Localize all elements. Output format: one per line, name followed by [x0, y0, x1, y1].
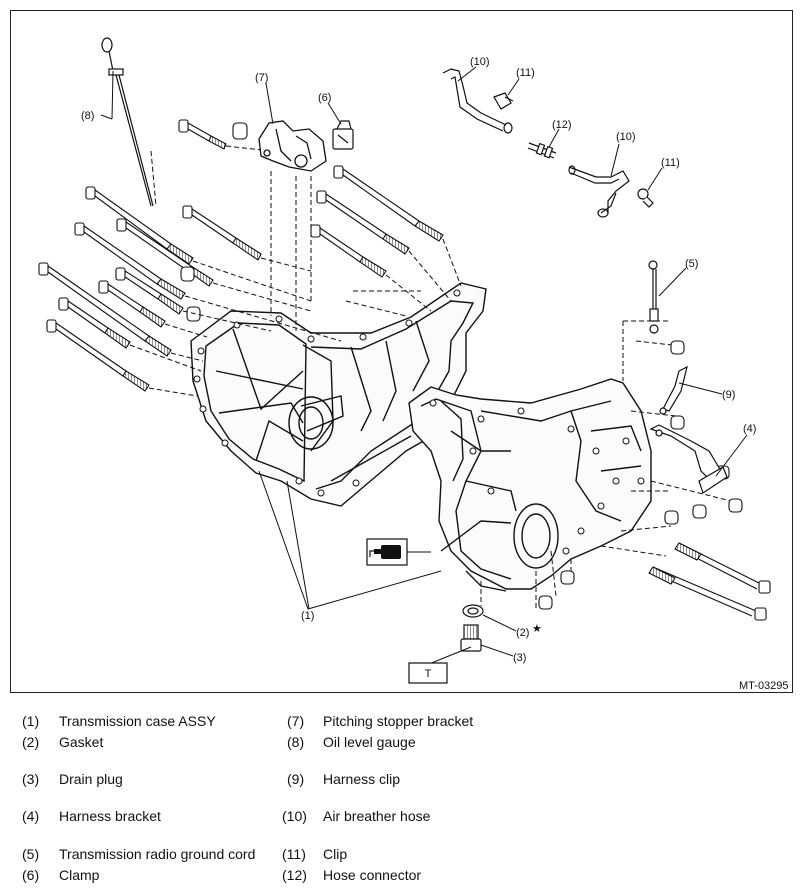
- bolt: [74, 222, 186, 300]
- legend-num-10: (10): [282, 808, 307, 824]
- legend-label-9: Harness clip: [323, 771, 401, 787]
- callout-11a: (11): [516, 67, 535, 79]
- leader-lines: [100, 66, 748, 665]
- legend-num-12: (12): [282, 867, 307, 883]
- bolt: [182, 205, 262, 261]
- callout-1: (1): [301, 610, 314, 622]
- bolt: [178, 119, 227, 150]
- top-bolts: [310, 165, 444, 278]
- harness-bracket: [649, 424, 728, 494]
- callout-2-star: ★: [532, 623, 542, 635]
- clip-2: [637, 188, 654, 208]
- legend-label-5: Transmission radio ground cord: [59, 846, 256, 862]
- bolt: [85, 186, 194, 265]
- air-breather-hose-1: [442, 68, 513, 134]
- right-case-half: [408, 378, 652, 592]
- oil-level-gauge: [101, 37, 154, 207]
- gasket: [462, 604, 484, 618]
- clamp: [332, 120, 354, 150]
- pitching-stopper-bracket: [258, 120, 327, 172]
- bolt: [674, 542, 771, 594]
- bolt: [46, 319, 150, 392]
- bolt: [310, 224, 387, 278]
- legend-num-9: (9): [287, 771, 305, 787]
- right-bolts: [648, 542, 771, 621]
- callout-5: (5): [685, 258, 698, 270]
- legend-label-8: Oil level gauge: [323, 734, 416, 750]
- legend-num-1: (1): [22, 713, 40, 729]
- legend-num-2: (2): [22, 734, 40, 750]
- parts-legend: (1) Transmission case ASSY (2) Gasket (3…: [0, 705, 804, 892]
- legend-label-12: Hose connector: [323, 867, 422, 883]
- torque-spec-label: T: [425, 668, 432, 680]
- legend-num-11: (11): [282, 846, 306, 862]
- left-case-holes: [193, 289, 461, 497]
- legend-num-5: (5): [22, 846, 40, 862]
- legend-label-1: Transmission case ASSY: [59, 713, 216, 729]
- bolt: [115, 267, 184, 315]
- legend-label-7: Pitching stopper bracket: [323, 713, 474, 729]
- callout-9: (9): [722, 389, 735, 401]
- bolt: [38, 262, 172, 357]
- exploded-diagram: T (7) (6) (8) (10) (11) (12) (10) (11) (…: [10, 10, 793, 693]
- legend-num-8: (8): [287, 734, 305, 750]
- left-bolts: [38, 119, 262, 392]
- bolt: [98, 280, 166, 328]
- legend-num-6: (6): [22, 867, 40, 883]
- callout-8: (8): [81, 110, 94, 122]
- legend-label-11: Clip: [323, 846, 348, 862]
- alignment-lines: [129, 145, 732, 611]
- legend-num-3: (3): [22, 771, 40, 787]
- callout-10a: (10): [470, 56, 490, 68]
- torque-spec-box: [408, 662, 448, 684]
- left-nuts: [180, 122, 248, 322]
- legend-label-6: Clamp: [59, 867, 100, 883]
- sealant-marker: [366, 538, 431, 566]
- callout-2: (2): [516, 627, 529, 639]
- legend-num-7: (7): [287, 713, 305, 729]
- radio-ground-cord: [648, 260, 659, 334]
- figure-code: MT-03295: [739, 680, 789, 692]
- air-breather-hose-2: [568, 165, 630, 218]
- clip-1: [493, 92, 514, 110]
- legend-label-3: Drain plug: [59, 771, 123, 787]
- callout-3: (3): [513, 652, 526, 664]
- bolt: [333, 165, 444, 242]
- legend-label-2: Gasket: [59, 734, 104, 750]
- hose-connector: [527, 142, 557, 159]
- callout-12: (12): [552, 119, 572, 131]
- callout-11b: (11): [661, 157, 680, 169]
- left-case-half: [190, 282, 487, 507]
- bolt: [116, 218, 214, 287]
- bolt: [648, 566, 767, 621]
- right-nuts: [538, 340, 743, 610]
- bolt: [316, 190, 410, 255]
- bolt: [58, 297, 131, 349]
- callout-6: (6): [318, 92, 331, 104]
- diagram-canvas: T (7) (6) (8) (10) (11) (12) (10) (11) (…: [38, 37, 789, 692]
- harness-clip: [659, 365, 688, 415]
- right-case-holes: [429, 399, 645, 555]
- callout-4: (4): [743, 423, 756, 435]
- legend-label-10: Air breather hose: [323, 808, 431, 824]
- callout-10b: (10): [616, 131, 636, 143]
- legend-num-4: (4): [22, 808, 40, 824]
- legend-label-4: Harness bracket: [59, 808, 161, 824]
- callout-7: (7): [255, 72, 268, 84]
